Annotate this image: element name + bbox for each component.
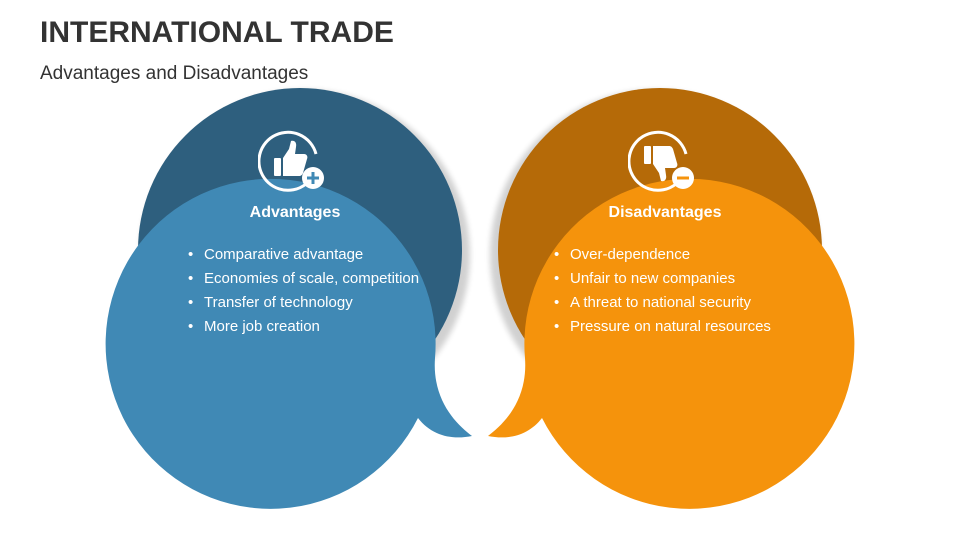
disadvantages-list: Over-dependence Unfair to new companies … xyxy=(552,243,822,339)
list-item: Over-dependence xyxy=(552,243,822,267)
page-subtitle: Advantages and Disadvantages xyxy=(40,63,309,84)
advantages-heading: Advantages xyxy=(249,204,341,221)
list-item: Comparative advantage xyxy=(186,243,446,267)
disadvantages-panel: Disadvantages Over-dependence Unfair to … xyxy=(500,90,830,440)
list-item: Economies of scale, competition xyxy=(186,267,446,291)
list-item: Unfair to new companies xyxy=(552,267,822,291)
page-title: INTERNATIONAL TRADE xyxy=(40,16,394,49)
advantages-panel: Advantages Comparative advantage Economi… xyxy=(130,90,460,440)
disadvantages-heading: Disadvantages xyxy=(608,204,722,221)
thumbs-down-minus-icon xyxy=(627,128,700,200)
thumbs-up-plus-icon xyxy=(257,128,330,200)
list-item: More job creation xyxy=(186,315,446,339)
advantages-list: Comparative advantage Economies of scale… xyxy=(186,243,446,339)
list-item: A threat to national security xyxy=(552,291,822,315)
list-item: Pressure on natural resources xyxy=(552,315,822,339)
list-item: Transfer of technology xyxy=(186,291,446,315)
